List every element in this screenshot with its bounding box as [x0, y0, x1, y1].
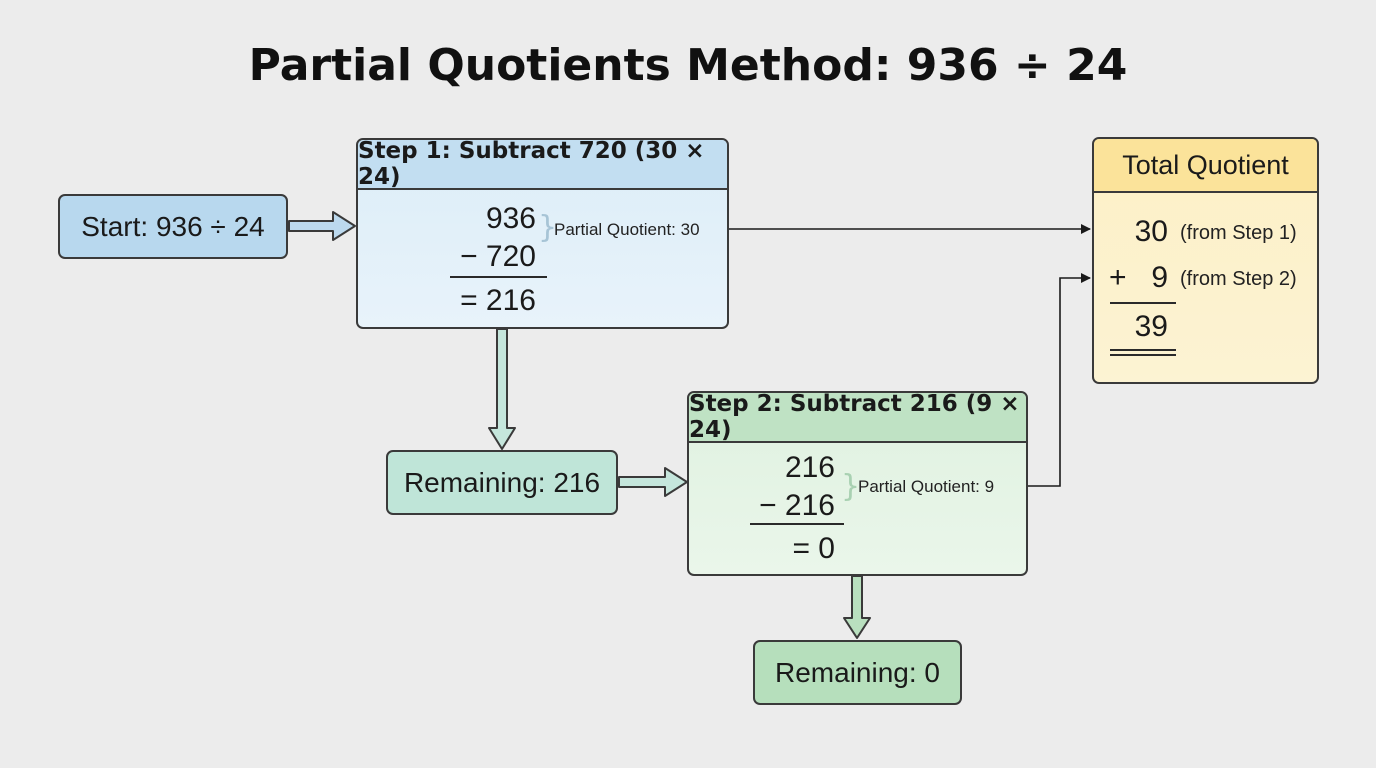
total-line1-note: (from Step 1) [1180, 222, 1297, 244]
total-double-rule-bottom [1110, 354, 1176, 356]
total-sum-rule [1110, 302, 1176, 304]
arrow-start-to-step1 [288, 211, 356, 241]
step1-top-number: 936 [485, 202, 536, 235]
step1-subtract-number: − 720 [460, 240, 536, 273]
remaining-0-box: Remaining: 0 [753, 640, 962, 705]
step2-subtract-number: − 216 [759, 489, 835, 522]
step2-brace: } [841, 469, 861, 504]
total-line1-value: 30 [1134, 215, 1168, 248]
total-double-rule-top [1110, 349, 1176, 351]
step2-partial-quotient: Partial Quotient: 9 [858, 477, 995, 496]
step2-result: = 0 [792, 532, 835, 565]
connector-pq9-to-total [1013, 273, 1091, 487]
arrow-step2-to-remaining0 [843, 575, 871, 639]
remaining-216-label: Remaining: 216 [403, 466, 601, 498]
step2-top-number: 216 [784, 451, 835, 484]
remaining-0-label: Remaining: 0 [775, 656, 940, 688]
arrow-remaining-to-step2 [618, 467, 688, 497]
arrow-step1-to-remaining [488, 328, 516, 450]
step1-header: Step 1: Subtract 720 (30 × 24) [358, 140, 727, 190]
total-header: Total Quotient [1094, 139, 1317, 193]
step2-rule [750, 523, 844, 525]
step1-brace: } [538, 210, 558, 245]
diagram-title: Partial Quotients Method: 936 ÷ 24 [248, 40, 1128, 91]
remaining-216-box: Remaining: 216 [386, 450, 618, 515]
step2-header: Step 2: Subtract 216 (9 × 24) [689, 393, 1026, 443]
total-line2-value: 9 [1151, 261, 1168, 294]
total-quotient-box: Total Quotient 30 (from Step 1) + 9 (fro… [1092, 137, 1319, 384]
step1-box: Step 1: Subtract 720 (30 × 24) 936 − 720… [356, 138, 729, 329]
start-box: Start: 936 ÷ 24 [58, 194, 288, 259]
total-plus-sign: + [1109, 261, 1127, 294]
start-label: Start: 936 ÷ 24 [81, 210, 265, 242]
step2-box: Step 2: Subtract 216 (9 × 24) 216 − 216 … [687, 391, 1028, 576]
step1-partial-quotient: Partial Quotient: 30 [554, 220, 700, 239]
total-line2-note: (from Step 2) [1180, 268, 1297, 290]
total-sum: 39 [1134, 310, 1168, 343]
step1-result: = 216 [460, 284, 536, 317]
step1-rule [450, 276, 547, 278]
